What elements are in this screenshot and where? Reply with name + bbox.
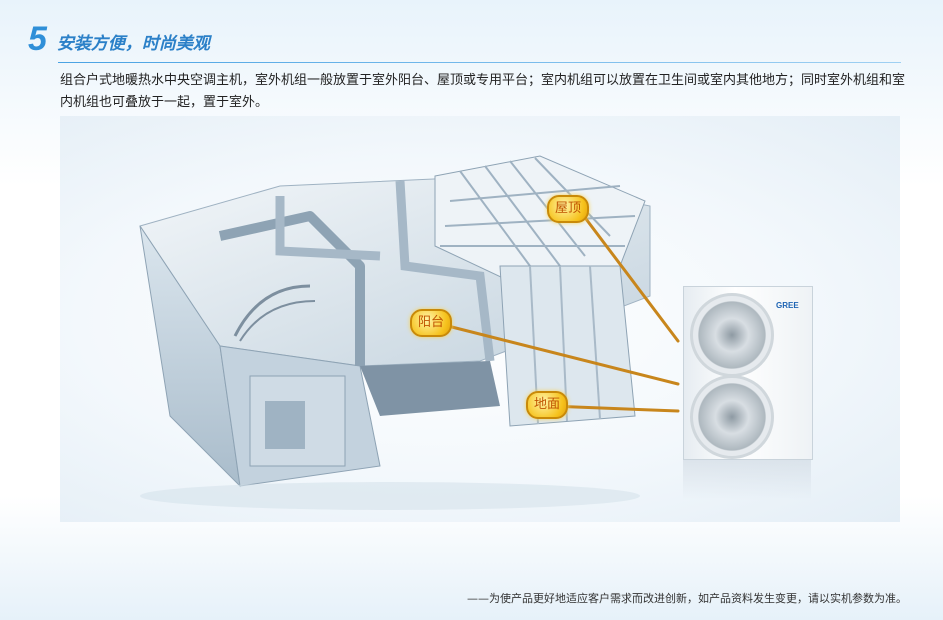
- section-number: 5: [28, 20, 47, 58]
- fan-grille-bottom: [690, 375, 774, 459]
- header-divider: [58, 62, 901, 63]
- section-title: 安装方便，时尚美观: [56, 34, 210, 54]
- installation-illustration: 屋顶 阳台 地面 GREE: [60, 116, 900, 522]
- unit-reflection: [683, 460, 811, 500]
- description-text: 组合户式地暖热水中央空调主机，室外机组一般放置于室外阳台、屋顶或专用平台；室内机…: [60, 73, 906, 110]
- brand-logo: GREE: [776, 301, 799, 310]
- label-ground: 地面: [526, 391, 569, 419]
- section-header: 5 安装方便，时尚美观: [28, 16, 210, 56]
- footer-note: ——为使产品更好地适应客户需求而改进创新，如产品资料发生变更，请以实机参数为准。: [467, 592, 907, 605]
- label-roof: 屋顶: [547, 195, 590, 223]
- label-balcony: 阳台: [410, 309, 453, 337]
- house-cutaway-drawing: [139, 155, 680, 510]
- outdoor-unit-image: GREE: [683, 286, 813, 460]
- fan-grille-top: [690, 293, 774, 377]
